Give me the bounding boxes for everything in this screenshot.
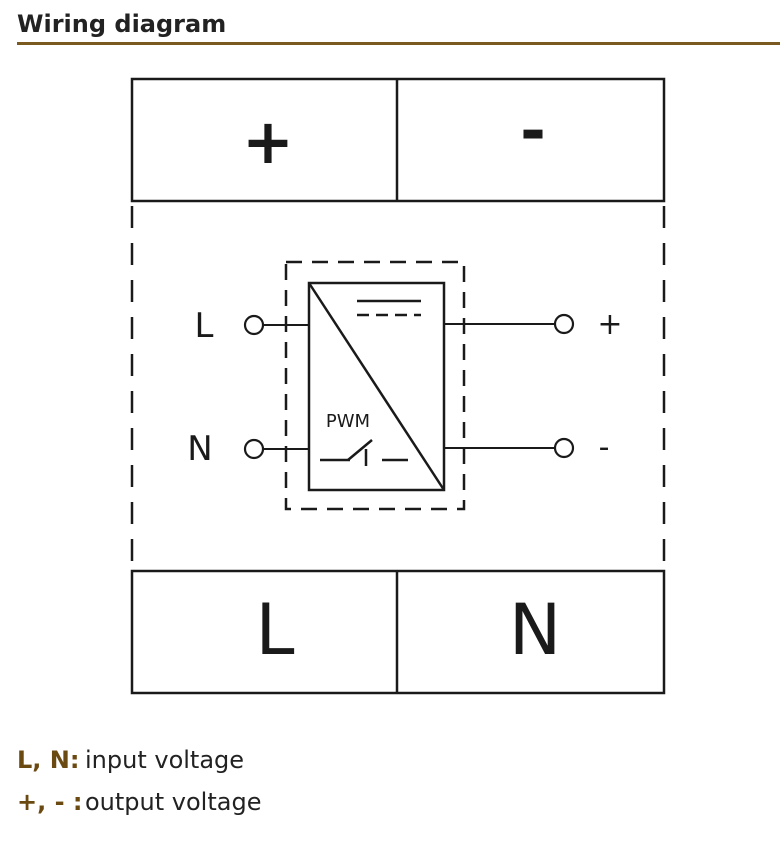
output-label-plus: +: [597, 307, 622, 342]
legend-output-key: +, - :: [17, 788, 83, 816]
top-terminal-minus: -: [520, 94, 546, 167]
title-rule: [17, 42, 780, 45]
legend-output: +, - :output voltage: [17, 788, 261, 816]
bottom-terminal-n: N: [509, 589, 561, 671]
terminal-plus-circle: [553, 313, 575, 335]
legend-output-value: output voltage: [85, 788, 262, 816]
legend-input: L, N:input voltage: [17, 746, 244, 774]
terminal-n-circle: [243, 438, 265, 460]
terminal-minus-circle: [553, 437, 575, 459]
input-label-n: N: [187, 429, 212, 469]
switch-blade: [347, 439, 373, 461]
bottom-terminal-l: L: [256, 589, 295, 671]
inner-dashed-box: [284, 260, 466, 511]
converter-diagonal: [307, 282, 446, 491]
terminal-l-circle: [243, 314, 265, 336]
input-label-l: L: [195, 306, 214, 346]
output-label-minus: -: [599, 430, 610, 465]
page-title: Wiring diagram: [17, 10, 227, 38]
legend-input-key: L, N:: [17, 746, 80, 774]
pwm-label: PWM: [326, 411, 370, 432]
top-terminal-plus: +: [242, 105, 294, 178]
converter-symbol: [307, 281, 446, 492]
legend-input-value: input voltage: [85, 746, 245, 774]
